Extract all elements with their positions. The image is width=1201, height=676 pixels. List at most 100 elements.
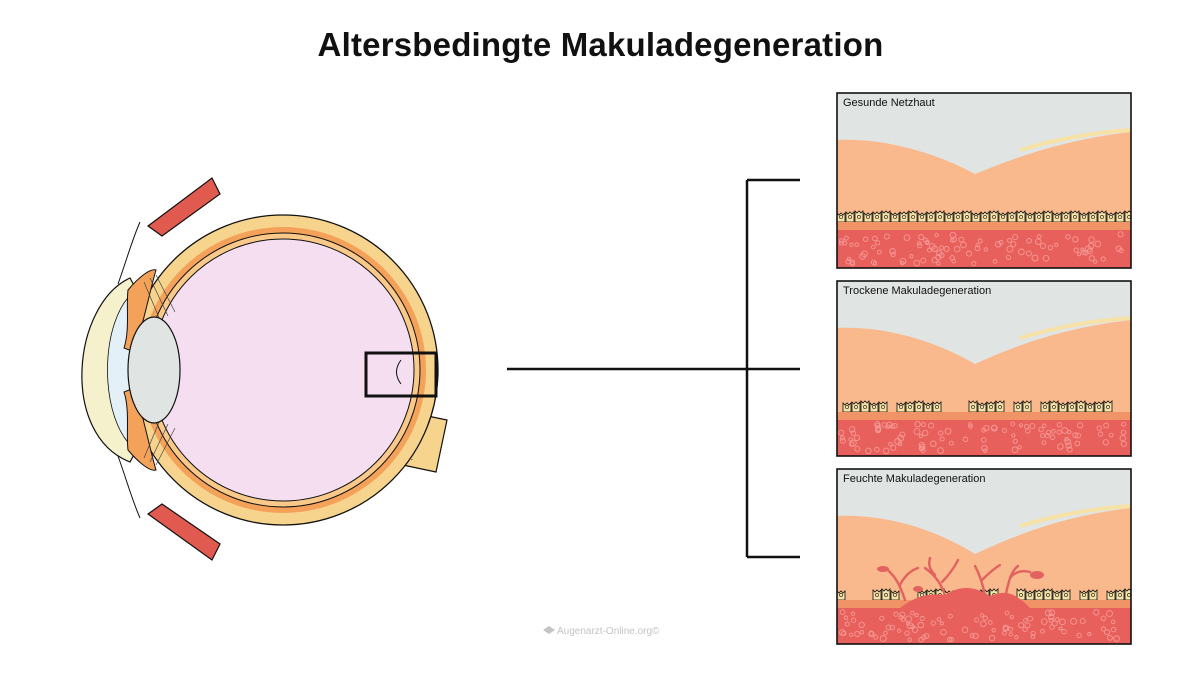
- vessel-cell: [861, 250, 868, 258]
- panel-dry-amd: Trockene Makuladegeneration: [836, 280, 1132, 457]
- vessel-cell: [898, 615, 904, 620]
- vessel-cell: [850, 611, 856, 616]
- photoreceptor-cell: [962, 210, 972, 223]
- photoreceptor-cell: [1058, 402, 1068, 413]
- hemorrhage-spot: [877, 566, 889, 572]
- photoreceptor-cell: [998, 212, 1008, 223]
- vessel-cell: [936, 250, 943, 257]
- vessel-cell: [992, 259, 998, 264]
- photoreceptor-cell: [1106, 590, 1116, 601]
- vessel-cell: [1056, 429, 1062, 435]
- eye-cross-section: [81, 177, 448, 561]
- vessel-cell: [928, 422, 935, 429]
- choroid-vessels: [838, 421, 1127, 455]
- connector-lines: [507, 178, 800, 559]
- vessel-cell: [854, 445, 861, 452]
- vessel-cell: [1010, 241, 1017, 248]
- photoreceptor-cells: [837, 210, 1131, 223]
- vessel-cell: [922, 237, 928, 243]
- vessel-cell: [974, 617, 980, 623]
- cell-nucleus: [1073, 215, 1077, 219]
- vessel-cell: [967, 422, 973, 427]
- photoreceptor-cell: [1052, 590, 1062, 601]
- vessel-cell: [982, 615, 988, 621]
- vessel-cell: [859, 630, 865, 635]
- photoreceptor-cell: [1016, 588, 1026, 601]
- vessel-cell: [1088, 255, 1095, 262]
- cell-nucleus: [1061, 405, 1065, 409]
- vessel-cell: [1011, 446, 1019, 454]
- vessel-cell: [1041, 440, 1047, 446]
- cell-nucleus: [866, 215, 870, 219]
- vessel-cell: [1103, 422, 1110, 429]
- vessel-cell: [914, 421, 921, 428]
- vessel-cell: [936, 261, 941, 266]
- vessel-cell: [977, 238, 983, 244]
- photoreceptor-cell: [1007, 211, 1017, 223]
- vessel-cell: [910, 624, 915, 630]
- photoreceptor-cell: [923, 402, 933, 413]
- vessel-cell: [939, 621, 944, 626]
- photoreceptor-cell: [1115, 211, 1125, 223]
- vessel-cell: [843, 235, 849, 241]
- vessel-cell: [961, 626, 969, 634]
- vessel-cell: [1100, 626, 1107, 632]
- vessel-cell: [1005, 254, 1011, 260]
- vessel-cell: [1047, 244, 1054, 251]
- photoreceptor-cell: [1052, 212, 1062, 223]
- cell-nucleus: [839, 593, 843, 597]
- vessel-cell: [868, 631, 875, 638]
- vessel-cell: [983, 247, 988, 252]
- vessel-cell: [1107, 634, 1113, 641]
- photoreceptor-cell: [980, 211, 990, 223]
- cell-nucleus: [947, 215, 951, 219]
- vessel-cell: [897, 441, 903, 447]
- photoreceptor-cell: [1079, 590, 1089, 601]
- vessel-cell: [917, 240, 922, 246]
- vessel-cell: [971, 261, 977, 267]
- photoreceptor-cell: [1049, 400, 1059, 413]
- photoreceptor-cell: [1124, 210, 1131, 223]
- panel-label-healthy: Gesunde Netzhaut: [843, 97, 935, 109]
- cell-nucleus: [1028, 215, 1032, 219]
- vessel-cell: [1100, 256, 1106, 262]
- vessel-cell: [854, 631, 861, 637]
- photoreceptor-cell: [896, 402, 906, 413]
- photoreceptor-cell: [1085, 402, 1095, 413]
- vessel-cell: [947, 613, 953, 619]
- cell-nucleus: [938, 215, 942, 219]
- vessel-cell: [913, 428, 921, 436]
- vessel-cell: [1094, 240, 1102, 248]
- photoreceptor-cell: [968, 400, 978, 413]
- vessel-cell: [1035, 238, 1042, 245]
- cell-nucleus: [1088, 405, 1092, 409]
- vessel-cell: [1039, 432, 1046, 439]
- vessel-cell: [1002, 624, 1010, 632]
- photoreceptor-cell: [890, 590, 900, 601]
- vessel-cell: [1064, 436, 1069, 442]
- cell-nucleus: [965, 215, 969, 219]
- vessel-cell: [916, 242, 923, 249]
- cell-nucleus: [1055, 215, 1059, 219]
- photoreceptor-cell: [989, 210, 999, 223]
- photoreceptor-cell: [872, 589, 882, 601]
- upper-eye-muscle: [146, 177, 221, 237]
- photoreceptor-cell: [863, 212, 873, 223]
- vessel-cell: [1001, 428, 1007, 433]
- watermark-text: Augenarzt-Online.org©: [557, 626, 660, 637]
- vessel-cell: [998, 240, 1004, 245]
- vessel-cell: [1117, 231, 1124, 238]
- vessel-cell: [1002, 630, 1007, 636]
- photoreceptor-cell: [1070, 210, 1080, 223]
- vessel-cell: [839, 435, 845, 441]
- photoreceptor-cell: [905, 401, 915, 413]
- vessel-cell: [862, 236, 869, 242]
- vessel-cell: [1029, 423, 1036, 430]
- cell-nucleus: [1064, 215, 1068, 219]
- photoreceptor-cell: [932, 401, 942, 413]
- vessel-cell: [889, 248, 896, 255]
- vessel-cell: [936, 617, 942, 622]
- vitreous-body: [151, 238, 415, 502]
- cell-nucleus: [1019, 215, 1023, 219]
- vessel-cell: [943, 246, 950, 252]
